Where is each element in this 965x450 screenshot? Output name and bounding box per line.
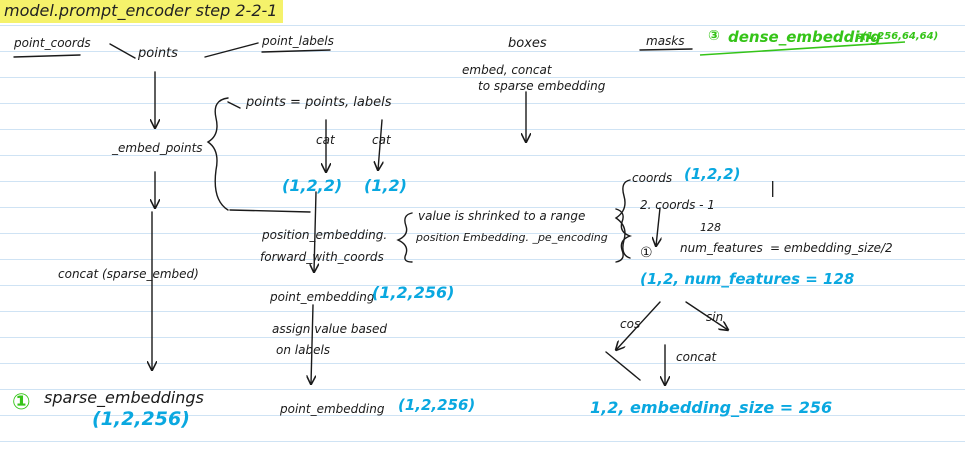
pe-method-2: forward_with_coords [260,250,384,264]
embed-points-label: _embed_points [112,141,203,155]
page-title: model.prompt_encoder step 2-2-1 [0,0,284,23]
assign-note-1: assign value based [272,322,388,336]
to-cos-arrow [616,301,661,350]
sin-label: sin [706,310,724,324]
shrink-note-2: position Embedding. _pe_encoding [416,231,608,244]
num-features-shape: (1,2, num_features = 128 [640,270,855,288]
num-features-value: 128 [700,221,721,234]
point-labels-label: point_labels [262,34,334,48]
masks-underline [639,48,693,51]
cat-label-2: cat [372,133,391,147]
middle-down-arrow-2 [311,304,313,384]
coords-down-arrow [656,207,660,246]
concat-sparse-label: concat (sparse_embed) [58,267,199,281]
dense-embedding-number: ③ [708,28,720,44]
boxes-label: boxes [508,36,547,51]
boxes-note-1: embed, concat [462,63,552,77]
points-label: points [138,46,178,61]
labels-shape: (1,2) [364,176,407,195]
coords-step-2: 2. coords - 1 [640,198,715,212]
cat2-arrow [378,119,382,170]
embedding-size-final: 1,2, embedding_size = 256 [590,398,833,417]
cat-label-1: cat [316,133,335,147]
coords-label: coords [632,171,673,185]
sparse-embeddings-shape: (1,2,256) [92,408,190,430]
labels-to-points-line [204,42,259,58]
pe-method-1: position_embedding. [262,228,388,242]
coords-shape-right: (1,2,2) [684,165,741,183]
coords-shape: (1,2,2) [282,176,343,195]
point-embedding-shape: (1,2,256) [372,283,455,302]
right-brace [614,179,631,259]
point-embedding-out-label: point_embedding [280,402,385,416]
masks-label: masks [646,34,685,48]
embed-points-bracket-top [227,101,241,109]
dense-embedding-label: dense_embedding [728,28,881,46]
coords-to-points-line [109,43,136,59]
boxes-note-2: to sparse embedding [478,79,606,93]
to-sin-arrow [685,301,728,330]
embed-points-bracket-bottom [229,209,311,213]
sparse-embeddings-label: sparse_embeddings [44,388,204,407]
dense-embedding-shape: s(1,256,64,64) [856,31,939,42]
cos-connector [605,351,641,381]
point-embedding-label: point_embedding [270,290,375,304]
middle-down-arrow-1 [314,191,316,272]
sparse-embedding-number: ① [12,390,31,415]
point-labels-underline [261,49,331,53]
dense-underline [699,41,906,56]
point-coords-underline [13,54,81,58]
concat-label-right: concat [676,350,717,364]
note-brace-left [396,212,413,263]
note-brace-right [615,208,633,263]
num-features-label: num_features [680,241,763,255]
stray-mark: | [770,178,776,197]
point-embedding-out-shape: (1,2,256) [398,396,476,414]
step-number: ① [640,245,653,261]
point-coords-label: point_coords [14,36,91,50]
assign-note-2: on labels [276,343,331,357]
cos-label: cos [620,317,641,331]
embed-points-brace [206,97,229,211]
points-eq-label: points = points, labels [246,95,392,110]
embedding-size-eq: = embedding_size/2 [770,241,893,255]
shrink-note-1: value is shrinked to a range [418,209,586,223]
